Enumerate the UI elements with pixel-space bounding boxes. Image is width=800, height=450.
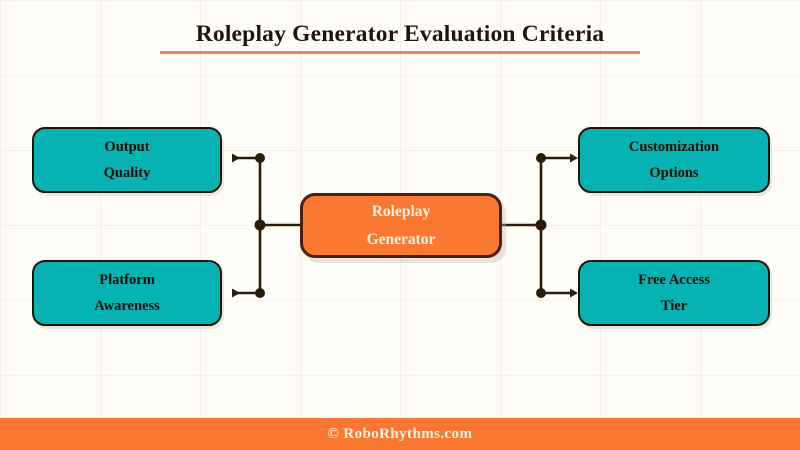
page-title: Roleplay Generator Evaluation Criteria (195, 21, 605, 47)
node-platform-awareness[interactable]: Platform Awareness (32, 260, 222, 326)
footer-bar: © RoboRhythms.com (0, 418, 800, 450)
node-roleplay-generator[interactable]: Roleplay Generator (300, 193, 502, 258)
node-free-access-tier[interactable]: Free Access Tier (578, 260, 770, 326)
node-roleplay-generator-line2: Generator (366, 230, 436, 248)
junction-dot-left-bottom (255, 288, 265, 298)
node-platform-awareness-line1: Platform (99, 272, 155, 288)
node-platform-awareness-line2: Awareness (94, 298, 160, 314)
node-customization-options[interactable]: Customization Options (578, 127, 770, 193)
node-output-quality-line2: Quality (103, 165, 151, 181)
junction-dot-right-middle (535, 219, 547, 231)
junction-dot-left-middle (254, 219, 266, 231)
junction-dot-left-top (255, 153, 265, 163)
node-customization-options-line1: Customization (628, 139, 720, 155)
node-output-quality[interactable]: Output Quality (32, 127, 222, 193)
title-underline-rule (160, 51, 640, 54)
node-roleplay-generator-line1: Roleplay (371, 202, 431, 220)
node-output-quality-line1: Output (104, 139, 150, 155)
footer-credit-text: © RoboRhythms.com (327, 425, 473, 442)
junction-dot-right-top (536, 153, 546, 163)
node-free-access-tier-line2: Tier (660, 298, 688, 314)
junction-dot-right-bottom (536, 288, 546, 298)
node-free-access-tier-line1: Free Access (638, 272, 710, 288)
title-block: Roleplay Generator Evaluation Criteria (160, 20, 640, 54)
node-customization-options-line2: Options (649, 165, 699, 181)
